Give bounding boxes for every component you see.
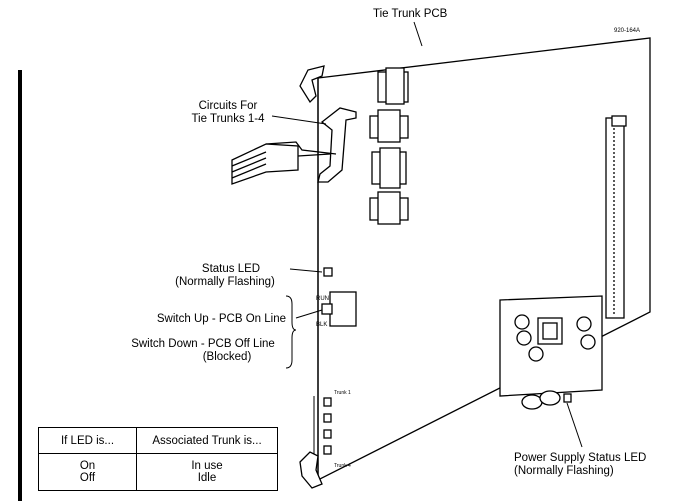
table-cell-led-states: On Off bbox=[39, 454, 137, 491]
leader-status-led bbox=[290, 269, 322, 272]
table-cell-trunk-states: In use Idle bbox=[137, 454, 278, 491]
blk-label: BLK bbox=[316, 322, 327, 328]
led-status-table: If LED is... Associated Trunk is... On O… bbox=[38, 427, 278, 491]
pcb-board bbox=[318, 38, 650, 480]
table-header-led: If LED is... bbox=[39, 428, 137, 454]
trunk-led bbox=[324, 414, 331, 422]
transformer bbox=[372, 148, 406, 188]
circuits-callout: Circuits For Tie Trunks 1-4 bbox=[168, 100, 288, 126]
trunk4-label: Trunk 4 bbox=[334, 463, 351, 469]
status-led-line-1: Status LED bbox=[160, 263, 290, 276]
transformer bbox=[378, 68, 408, 104]
status-led-line-2: (Normally Flashing) bbox=[160, 276, 290, 289]
leader-power-led bbox=[567, 403, 582, 447]
edge-connector bbox=[606, 118, 624, 318]
trunk-led bbox=[324, 446, 331, 454]
power-supply-led bbox=[564, 394, 571, 402]
power-led-line-1: Power Supply Status LED bbox=[514, 452, 646, 465]
switch-bracket bbox=[286, 296, 296, 368]
trunk-in-use: In use bbox=[137, 460, 277, 472]
circuits-line-1: Circuits For bbox=[168, 100, 288, 113]
led-on: On bbox=[39, 460, 136, 472]
status-led-callout: Status LED (Normally Flashing) bbox=[160, 263, 290, 289]
table-row: On Off In use Idle bbox=[39, 454, 278, 491]
run-label: RUN bbox=[316, 296, 329, 302]
trunk1-label: Trunk 1 bbox=[334, 390, 351, 396]
switch-down-line-2: (Blocked) bbox=[120, 351, 286, 364]
switch-down-line-1: Switch Down - PCB Off Line bbox=[120, 338, 286, 351]
switch-down-callout: Switch Down - PCB Off Line (Blocked) bbox=[120, 338, 286, 364]
diagram-title: Tie Trunk PCB bbox=[373, 8, 447, 21]
power-led-line-2: (Normally Flashing) bbox=[514, 465, 646, 478]
power-led-callout: Power Supply Status LED (Normally Flashi… bbox=[514, 452, 646, 478]
trunk-idle: Idle bbox=[137, 472, 277, 484]
status-led bbox=[324, 268, 332, 276]
circuits-line-2: Tie Trunks 1-4 bbox=[168, 113, 288, 126]
switch-up-callout: Switch Up - PCB On Line bbox=[100, 313, 286, 326]
table-header-row: If LED is... Associated Trunk is... bbox=[39, 428, 278, 454]
trunk-led bbox=[324, 398, 331, 406]
trunk-led bbox=[324, 430, 331, 438]
table-header-trunk: Associated Trunk is... bbox=[137, 428, 278, 454]
part-number: 920-164A bbox=[614, 28, 640, 34]
leader-title bbox=[414, 22, 422, 46]
led-off: Off bbox=[39, 472, 136, 484]
